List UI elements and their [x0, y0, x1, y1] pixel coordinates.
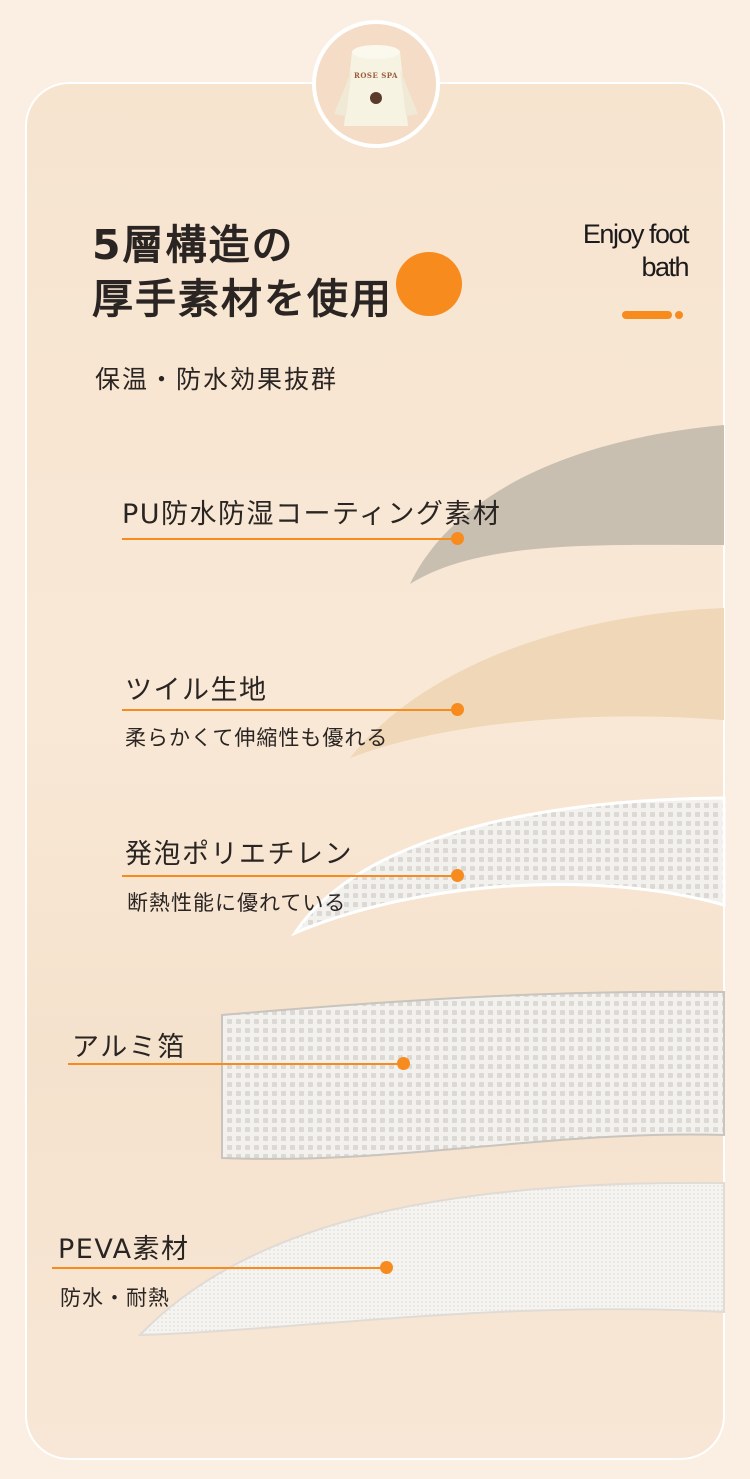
layer-label-foil: アルミ箔: [72, 1032, 186, 1063]
leader-line: [122, 875, 457, 877]
page-title: 5層構造の 厚手素材を使用: [92, 218, 393, 326]
layer-label-peva: PEVA素材: [58, 1234, 190, 1265]
layer-twill: [350, 608, 724, 758]
foot-bath-bucket-icon: [334, 45, 418, 126]
product-thumbnail: ROSE SPA: [312, 20, 440, 148]
layer-desc-peva: 防水・耐熱: [60, 1286, 170, 1310]
leader-dot: [451, 869, 464, 882]
tagline-line-2: bath: [641, 252, 689, 282]
layer-foam: [290, 796, 726, 937]
leader-dot: [451, 532, 464, 545]
layer-peva: [137, 1181, 725, 1337]
accent-circle: [396, 252, 462, 316]
layer-label-twill: ツイル生地: [125, 675, 268, 706]
product-brand-text: ROSE SPA: [354, 71, 398, 80]
subtitle: 保温・防水効果抜群: [95, 365, 339, 394]
leader-line: [68, 1063, 403, 1065]
layer-label-pu: PU防水防湿コーティング素材: [122, 499, 502, 530]
layer-desc-foam: 断熱性能に優れている: [127, 891, 347, 915]
layer-foil: [221, 990, 725, 1160]
tagline-line-1: Enjoy foot: [582, 219, 690, 249]
layer-desc-twill: 柔らかくて伸縮性も優れる: [125, 726, 389, 750]
title-line-2: 厚手素材を使用: [92, 275, 393, 323]
layer-label-foam: 発泡ポリエチレン: [125, 839, 353, 870]
leader-line: [122, 709, 457, 711]
accent-bar: [622, 311, 672, 319]
tagline: Enjoy foot bath: [582, 218, 690, 284]
title-line-1: 5層構造の: [92, 221, 295, 269]
leader-dot: [451, 703, 464, 716]
leader-line: [52, 1267, 387, 1269]
leader-dot: [380, 1261, 393, 1274]
layer-pu: [410, 425, 724, 584]
accent-dot: [675, 311, 683, 319]
leader-dot: [397, 1057, 410, 1070]
leader-line: [122, 538, 457, 540]
